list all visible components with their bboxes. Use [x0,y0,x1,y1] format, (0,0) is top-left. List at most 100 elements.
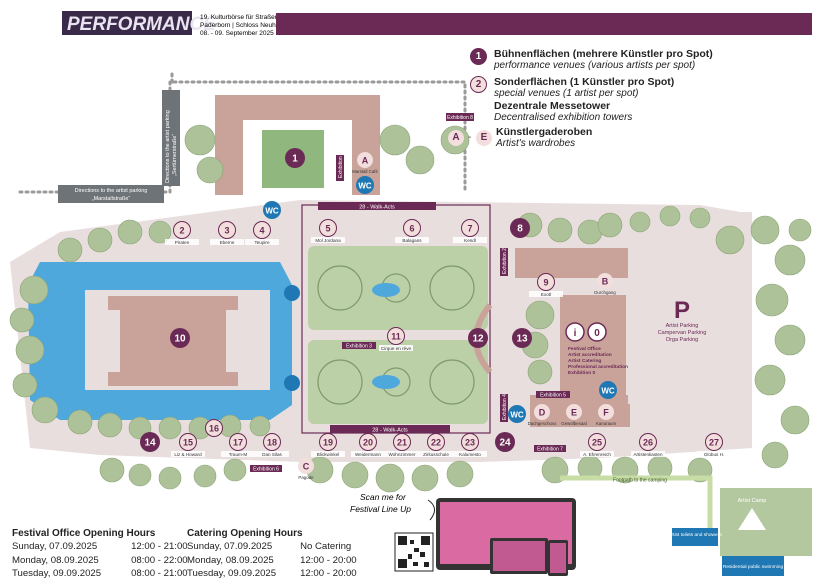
venue-label-bg [311,237,345,243]
venue-pin-1[interactable]: 1 [285,148,305,168]
venue-pin-12[interactable]: 12 [468,328,488,348]
venue-pin-24[interactable]: 24 [495,432,515,452]
venue-number: 24 [499,438,511,449]
venue-name: Eberne [220,240,235,245]
dir-parking-1-label: Directions to the artist parking [165,110,171,183]
legend-wardrobes-en: Artist's wardrobes [496,138,576,149]
venue-name: Teupire [254,240,270,245]
venue-number: 20 [363,438,373,448]
legend-wardrobe-a: A [448,130,464,146]
venue-marker [205,419,223,437]
festival-office: i 0 Festival Office Artist accreditation… [565,322,628,376]
venue-marker [495,432,515,452]
direction-signs: Directions to the artist parking „Sertür… [58,90,180,203]
wardrobe-letter: F [603,408,609,418]
venue-marker [263,433,281,451]
venue-name: Globus H. [704,452,724,457]
venue-number: 8 [517,224,523,235]
toilets-label: Artist toilets and showers [668,532,722,538]
wardrobe-name: Dachgeschoss [528,421,558,426]
venue-number: 2 [179,226,184,236]
venue-pin-8[interactable]: 8 [510,218,530,238]
wc-icon: WC [601,387,615,396]
parking-line-1: Artist Parking [666,323,699,329]
venue-name: Dan Silas [262,452,282,457]
info-icon: i [574,328,577,339]
dir-parking-2-street: „Marstallstraße“ [92,196,131,202]
catering-hours: Catering Opening Hours Sunday, 07.09.202… [187,527,365,580]
exhibition-1: Exhibition 1 [338,152,344,178]
venue-marker [393,433,411,451]
logo-text: PERFORMANCE [67,14,217,35]
venue-pin-16[interactable]: 16 [205,419,223,437]
restaurant-icon [284,285,300,301]
wardrobe-marker [298,458,314,474]
office-zero-icon: 0 [594,328,600,339]
tent-icon [738,508,766,530]
venue-name: Cirque en réve [381,346,412,351]
scan-line-2: Festival Line Up [350,504,411,514]
venue-number: 9 [543,278,548,288]
venue-pin-13[interactable]: 13 [512,328,532,348]
swimming-label: Residential public swimming [723,564,784,570]
legend-wardrobes-de: Künstlergaderoben [496,126,593,138]
venue-number: 19 [323,438,333,448]
venue-number: 14 [144,438,156,449]
legend-tower-de: Dezentrale Messetower [494,100,611,112]
venue-marker [253,221,271,239]
exhibition-8: Exhibition 8 [447,115,473,121]
venue-number: 17 [233,438,243,448]
dir-parking-1-street: „Sertürnerstraße“ [172,134,178,176]
wc-icon: WC [358,182,372,191]
venue-name: Liz & Howard [174,452,202,457]
venue-marker [461,433,479,451]
walk-acts-top-label: 28 - Walk-Acts [359,205,395,211]
venue-marker [427,433,445,451]
header-bar [276,13,812,35]
venue-pin-14[interactable]: 14 [140,432,160,452]
venue-marker [218,221,236,239]
venue-label-bg [245,239,279,245]
venue-marker [588,433,606,451]
legend-venue-icon: 1 [470,48,487,65]
exhibition-6: Exhibition 6 [253,467,279,473]
venue-number: 4 [259,226,264,236]
venue-name: Traum-M [229,452,248,457]
artist-camp-label: Artist Camp [738,498,767,504]
venue-marker [387,327,405,345]
venue-name: Kalumesto [459,452,481,457]
venue-pin-25[interactable]: 25A. Ehrenreich [580,433,614,458]
wardrobe-marker [534,404,550,420]
venue-marker [179,433,197,451]
venue-pin-10[interactable]: 10 [170,328,190,348]
exhibition-7: Exhibition 7 [537,447,563,453]
legend-venues-en: performance venues (various artists per … [494,60,696,71]
